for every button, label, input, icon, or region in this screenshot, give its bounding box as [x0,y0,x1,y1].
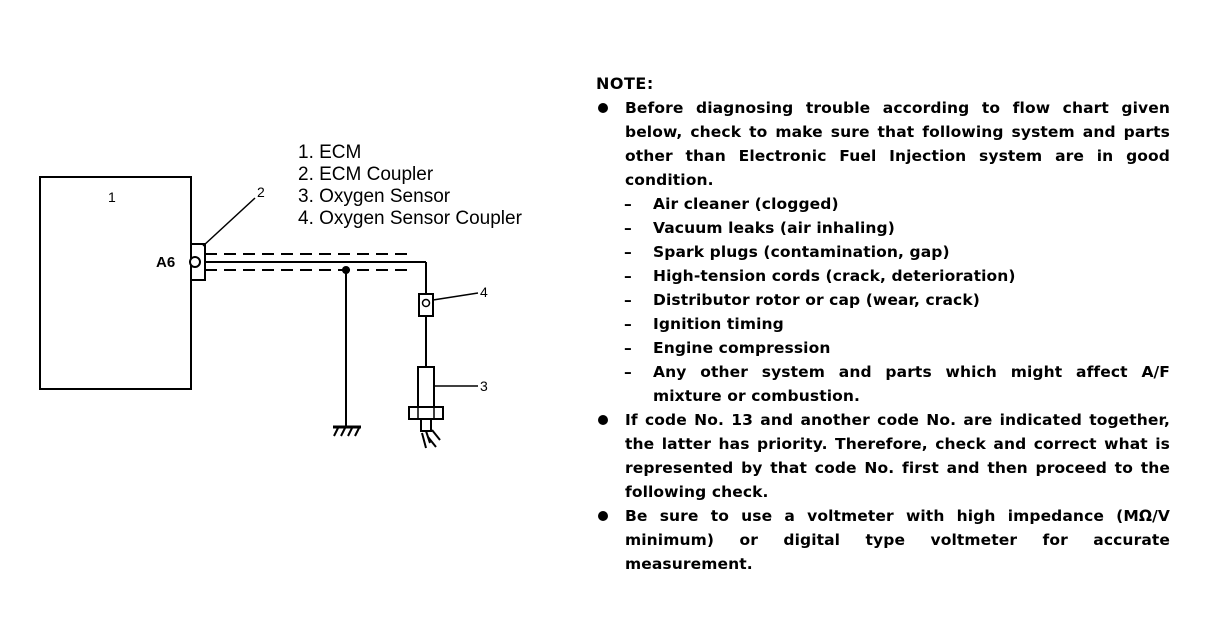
check-item: – Distributor rotor or cap (wear, crack) [596,288,1170,312]
dash-icon: – [624,315,632,333]
check-item-text: Vacuum leaks (air inhaling) [653,219,895,237]
oxygen-sensor-number: 3 [480,378,488,394]
check-item: – Any other system and parts which might … [596,360,1170,408]
sensor-ground-icon [421,429,441,449]
bullet-icon [598,103,608,113]
coupler-leader-line [202,197,256,247]
check-item-text: Spark plugs (contamination, gap) [653,243,950,261]
check-item: – Vacuum leaks (air inhaling) [596,216,1170,240]
dash-icon: – [624,243,632,261]
note-block: NOTE: Before diagnosing trouble accordin… [596,72,1170,576]
dash-icon: – [624,195,632,213]
ground-icon [333,425,361,437]
check-item-text: Engine compression [653,339,831,357]
terminal-a6-label: A6 [156,254,175,271]
dash-icon: – [624,291,632,309]
oxygen-sensor-hex [408,406,444,420]
ecm-number: 1 [108,189,116,205]
dash-icon: – [624,339,632,357]
check-item-text: Ignition timing [653,315,784,333]
legend-item-ecm-coupler: 2. ECM Coupler [298,164,434,185]
bullet-text: Before diagnosing trouble according to f… [625,99,1170,189]
dash-icon: – [624,363,632,381]
sensor-coupler-pin [421,298,431,308]
check-item: – Spark plugs (contamination, gap) [596,240,1170,264]
check-item-text: High-tension cords (crack, deterioration… [653,267,1016,285]
bullet-text: If code No. 13 and another code No. are … [625,411,1170,501]
legend: 1. ECM 2. ECM Coupler 3. Oxygen Sensor 4… [298,142,522,230]
ecm-box [39,176,192,390]
coupler-number: 2 [257,184,265,200]
check-item-text: Air cleaner (clogged) [653,195,839,213]
oxygen-sensor-tip [420,418,432,432]
bullet-icon [598,511,608,521]
dash-icon: – [624,267,632,285]
check-item: – High-tension cords (crack, deterioratio… [596,264,1170,288]
check-item: – Engine compression [596,336,1170,360]
note-bullet: Before diagnosing trouble according to f… [596,96,1170,192]
legend-item-oxygen-sensor-coupler: 4. Oxygen Sensor Coupler [298,208,522,229]
oxygen-sensor-body [417,366,435,408]
sensor-coupler-leader-line [432,292,479,301]
note-bullet: Be sure to use a voltmeter with high imp… [596,504,1170,576]
note-title: NOTE: [596,74,654,93]
legend-item-oxygen-sensor: 3. Oxygen Sensor [298,186,451,207]
check-item: – Air cleaner (clogged) [596,192,1170,216]
note-bullet: If code No. 13 and another code No. are … [596,408,1170,504]
bullet-text: Be sure to use a voltmeter with high imp… [625,507,1170,573]
bullet-icon [598,415,608,425]
check-item-text: Any other system and parts which might a… [653,363,1170,405]
sensor-coupler-number: 4 [480,284,488,300]
check-item: – Ignition timing [596,312,1170,336]
terminal-a6-pin [189,256,201,268]
dash-icon: – [624,219,632,237]
legend-item-ecm: 1. ECM [298,142,362,163]
check-item-text: Distributor rotor or cap (wear, crack) [653,291,980,309]
